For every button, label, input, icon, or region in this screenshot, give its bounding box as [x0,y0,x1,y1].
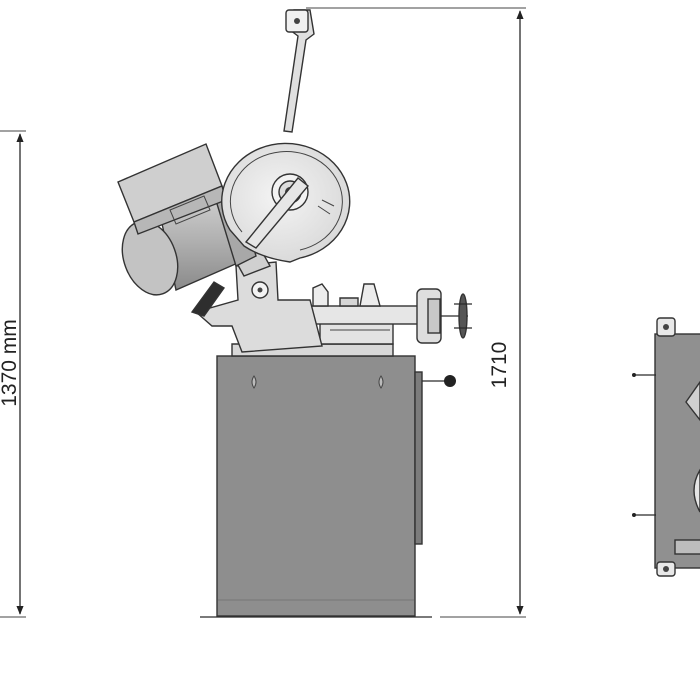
lifting-hook-left [251,375,257,389]
right-height-label: 1710 [488,342,511,389]
top-view-pin-upper [632,373,656,377]
handwheel [454,293,472,339]
operating-lever [244,9,315,249]
cabinet-knob [422,375,456,387]
lifting-hook-right [378,375,384,389]
left-dimension-line [0,130,26,618]
top-view-cabinet [632,317,700,577]
top-view-pin-lower [632,513,656,517]
right-dimension-line [306,7,526,618]
vice-assembly [282,283,472,344]
left-height-label: 1370 mm [0,319,21,407]
base-cabinet [200,355,456,618]
